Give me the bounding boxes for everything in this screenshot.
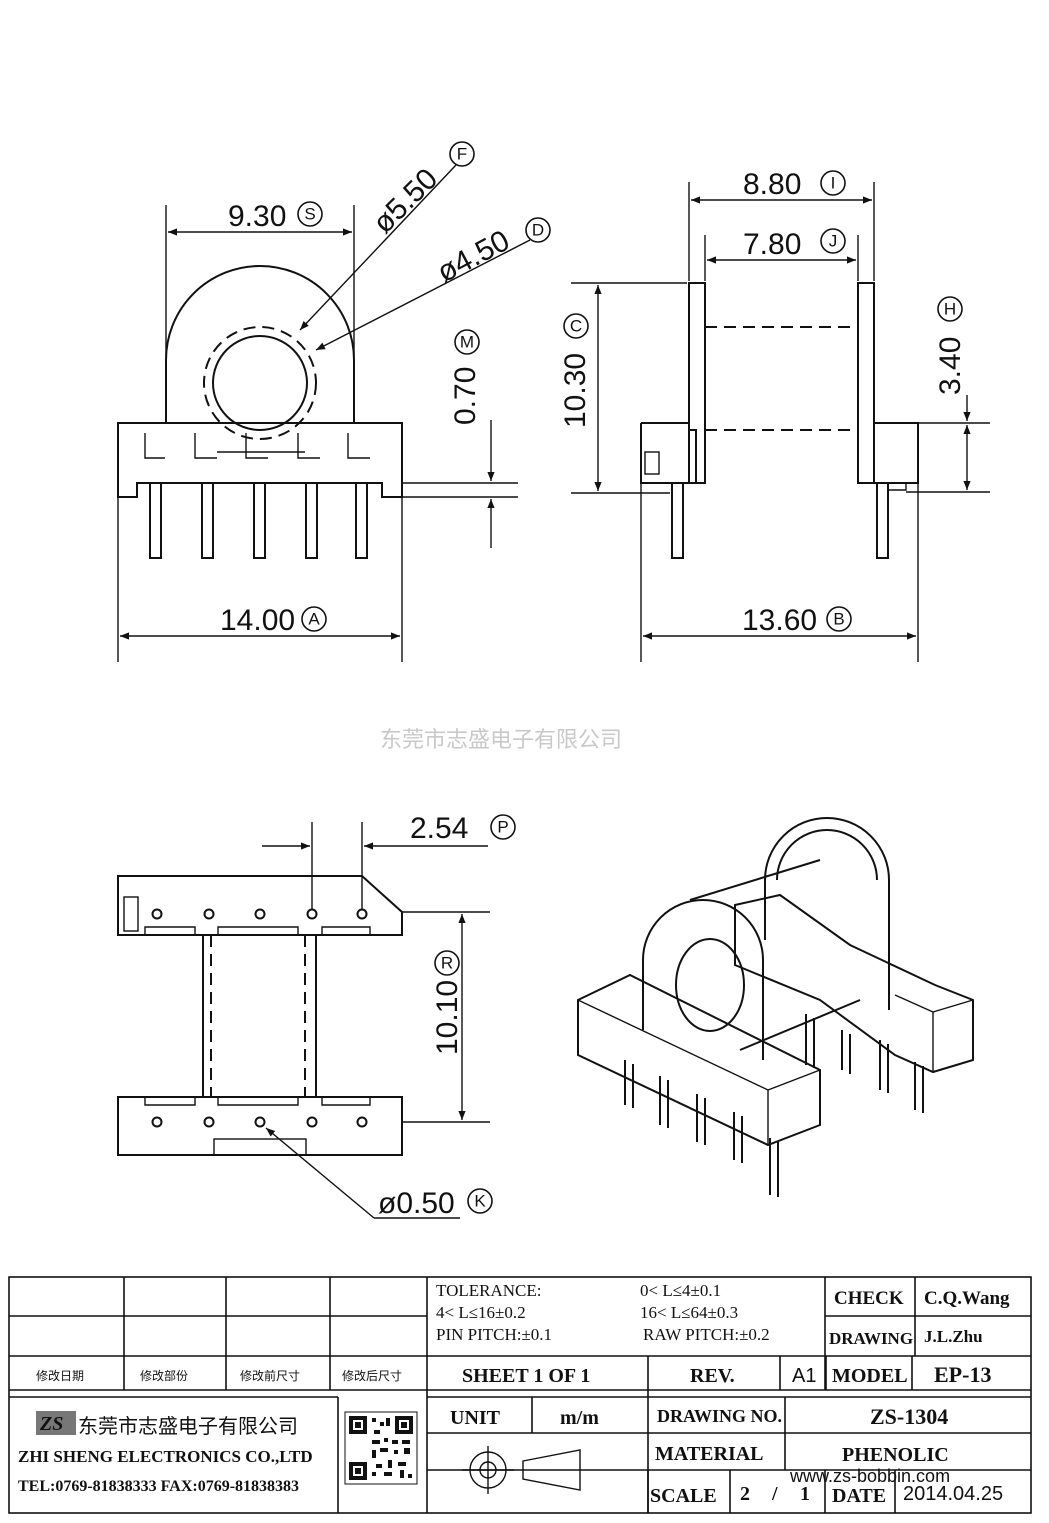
svg-text:H: H <box>944 300 956 319</box>
svg-text:D: D <box>532 221 544 240</box>
material-value: PHENOLIC <box>842 1444 949 1466</box>
rev-header-2: 修改部份 <box>140 1368 188 1383</box>
svg-text:ZS: ZS <box>39 1413 63 1435</box>
flange-outline <box>165 265 355 423</box>
rev-label: REV. <box>690 1365 735 1387</box>
dim-s-value: 9.30 <box>228 200 286 233</box>
rev-value: A1 <box>792 1365 816 1387</box>
dim-b-value: 13.60 <box>742 604 817 637</box>
bottom-pin-holes <box>151 908 368 1128</box>
dim-s-balloon: S <box>297 201 323 227</box>
dim-k-balloon: K <box>467 1188 493 1214</box>
qr-code <box>344 1411 418 1485</box>
tolerance-label: TOLERANCE: <box>436 1281 541 1300</box>
scale-num: 2 <box>740 1483 750 1505</box>
material-label: MATERIAL <box>655 1443 764 1465</box>
company-name-en: ZHI SHENG ELECTRONICS CO.,LTD <box>18 1447 313 1466</box>
dim-h-balloon: H <box>937 296 963 322</box>
dim-a-balloon: A <box>301 606 327 632</box>
dim-r-value: 10.10 <box>431 980 464 1055</box>
svg-text:A: A <box>308 610 320 629</box>
dim-b-balloon: B <box>826 606 852 632</box>
front-slots <box>144 433 370 459</box>
svg-text:P: P <box>497 818 508 837</box>
dim-f-value: ø5.50 <box>367 162 445 240</box>
front-pins <box>149 482 368 559</box>
svg-text:J: J <box>829 232 838 251</box>
tolerance-1: 0< L≤4±0.1 <box>640 1281 721 1300</box>
title-block: TOLERANCE: 4< L≤16±0.2 PIN PITCH:±0.1 0<… <box>8 1276 1032 1514</box>
model-value: EP-13 <box>934 1362 991 1387</box>
svg-text:K: K <box>474 1192 486 1211</box>
dim-i-balloon: I <box>820 170 846 196</box>
dim-p-value: 2.54 <box>410 812 468 845</box>
front-base <box>117 422 403 498</box>
raw-pitch: RAW PITCH:±0.2 <box>643 1325 770 1344</box>
dim-j-balloon: J <box>820 228 846 254</box>
dim-j-value: 7.80 <box>743 228 801 261</box>
dim-c-balloon: C <box>563 313 589 339</box>
isometric-view <box>577 817 974 1197</box>
dim-h-value: 3.40 <box>934 337 967 395</box>
date-value: 2014.04.25 <box>903 1483 1003 1505</box>
side-view <box>571 182 990 662</box>
tolerance-3: 16< L≤64±0.3 <box>640 1303 738 1322</box>
unit-value: m/m <box>560 1407 599 1429</box>
dim-c-value: 10.30 <box>559 353 592 428</box>
dim-i-value: 8.80 <box>743 168 801 201</box>
pin-pitch: PIN PITCH:±0.1 <box>436 1325 552 1344</box>
website-watermark: www.zs-bobbin.com <box>789 1466 950 1486</box>
sheet-text: SHEET 1 OF 1 <box>462 1365 590 1387</box>
drawing-no-label: DRAWING NO. <box>657 1406 782 1426</box>
company-contact: TEL:0769-81838333 FAX:0769-81838383 <box>18 1478 299 1495</box>
dim-m-value: 0.70 <box>449 367 482 425</box>
drawing-value: J.L.Zhu <box>924 1327 983 1346</box>
svg-text:S: S <box>304 205 315 224</box>
dim-a-value: 14.00 <box>220 604 295 637</box>
watermark: 东莞市志盛电子有限公司 <box>380 728 622 753</box>
rev-header-1: 修改日期 <box>36 1368 84 1383</box>
drawing-label: DRAWING <box>829 1329 913 1348</box>
date-label: DATE <box>832 1485 886 1507</box>
rev-header-3: 修改前尺寸 <box>240 1368 300 1383</box>
svg-text:C: C <box>570 317 582 336</box>
rev-header-4: 修改后尺寸 <box>342 1368 402 1383</box>
front-view <box>117 164 531 662</box>
company-logo: ZS <box>36 1411 76 1435</box>
dim-d-balloon: D <box>525 217 551 243</box>
dim-f-balloon: F <box>449 141 475 167</box>
dim-d-value: ø4.50 <box>432 224 515 289</box>
dim-r-balloon: R <box>434 950 460 976</box>
bottom-view <box>117 822 490 1219</box>
dim-m-balloon: M <box>454 329 480 355</box>
model-label: MODEL <box>832 1365 908 1387</box>
svg-text:R: R <box>441 954 453 973</box>
drawing-no-value: ZS-1304 <box>870 1404 948 1429</box>
bore-circle <box>212 335 308 431</box>
tolerance-2: 4< L≤16±0.2 <box>436 1303 526 1322</box>
dimension-labels: 9.30 S ø5.50 F ø4.50 D 0.70 M 14.00 A 8.… <box>220 141 967 1220</box>
scale-label: SCALE <box>650 1485 717 1507</box>
dim-k-value: ø0.50 <box>378 1187 455 1220</box>
scale-den: 1 <box>800 1483 810 1505</box>
bore-hidden-circle <box>203 326 317 440</box>
svg-text:I: I <box>831 174 836 193</box>
dim-p-balloon: P <box>490 814 516 840</box>
projection-symbol <box>462 1446 581 1494</box>
svg-text:B: B <box>833 610 844 629</box>
scale-sep: / <box>771 1483 778 1505</box>
svg-text:M: M <box>460 333 474 352</box>
unit-label: UNIT <box>450 1407 501 1429</box>
check-value: C.Q.Wang <box>924 1288 1010 1309</box>
company-name-cn: 东莞市志盛电子有限公司 <box>78 1415 298 1438</box>
svg-text:F: F <box>457 145 467 164</box>
check-label: CHECK <box>834 1288 904 1309</box>
